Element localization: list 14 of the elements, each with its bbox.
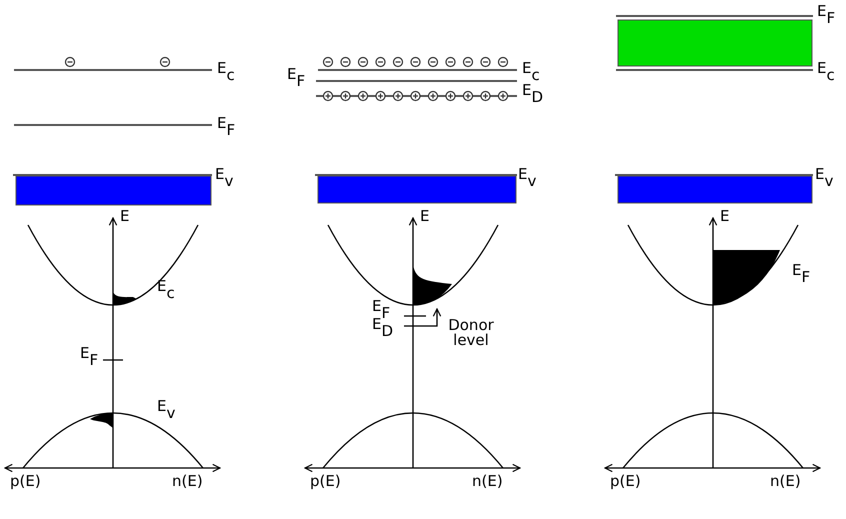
axis-label: E	[120, 208, 130, 225]
axis-label: n(E)	[472, 473, 503, 490]
valence-band	[16, 176, 212, 206]
valence-band	[318, 176, 516, 204]
axis-label: E	[420, 208, 430, 225]
axis-label: p(E)	[310, 473, 341, 490]
donor-level-label: Donor level	[447, 318, 495, 348]
conduction-band	[618, 20, 812, 66]
valence-band	[618, 176, 812, 204]
axis-label: E	[720, 208, 730, 225]
axis-label: n(E)	[172, 473, 203, 490]
axis-label: p(E)	[610, 473, 641, 490]
axis-label: p(E)	[10, 473, 41, 490]
axis-label: n(E)	[770, 473, 801, 490]
